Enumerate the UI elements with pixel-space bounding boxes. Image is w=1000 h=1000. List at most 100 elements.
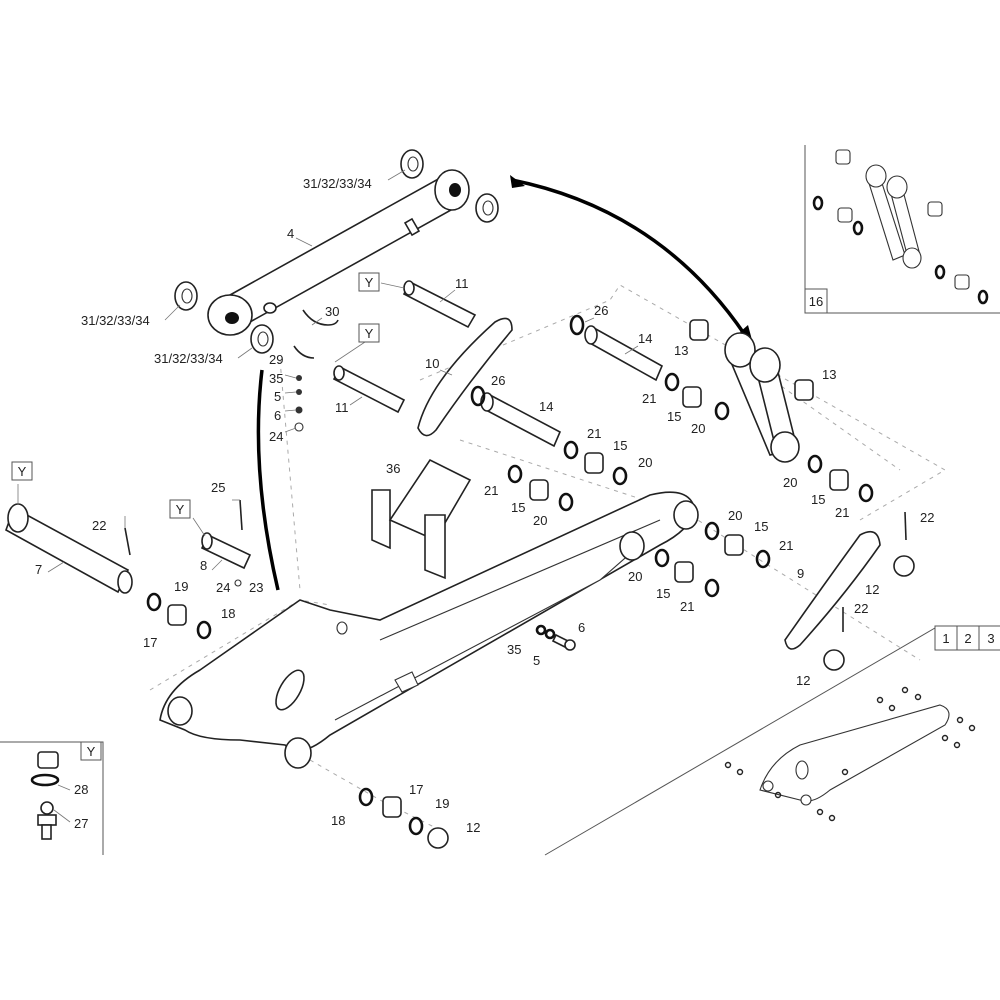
callout-label: 6 — [274, 408, 281, 423]
callout-label: 5 — [533, 653, 540, 668]
nuts-12 — [427, 555, 915, 849]
pin-7 — [5, 503, 133, 594]
callout-label: 29 — [269, 352, 283, 367]
cotter-pin-22-left — [124, 527, 131, 556]
callout-label: 36 — [386, 461, 400, 476]
callout-label: 14 — [539, 399, 553, 414]
callout-label: 22 — [854, 601, 868, 616]
callout-label: 15 — [667, 409, 681, 424]
pin-8 — [200, 532, 252, 570]
inset-y-frame — [0, 741, 104, 855]
washer-24 — [234, 579, 242, 587]
callout-label: 22 — [920, 510, 934, 525]
small-hardware-stack — [293, 309, 339, 432]
callout-label: 23 — [249, 580, 263, 595]
view-tab-1-label: 1 — [942, 631, 949, 646]
bracket-36 — [371, 458, 472, 580]
y-ref-label: Y — [176, 502, 185, 517]
callout-label: 24 — [216, 580, 230, 595]
callout-label: 13 — [674, 343, 688, 358]
callout-label: 10 — [425, 356, 439, 371]
swap-arrow-left — [256, 369, 280, 591]
callout-label: 20 — [628, 569, 642, 584]
callout-label: 19 — [174, 579, 188, 594]
callout-label: 22 — [92, 518, 106, 533]
view-tab-3-label: 3 — [987, 631, 994, 646]
callout-label: 8 — [200, 558, 207, 573]
pin-11-lower — [332, 365, 406, 414]
callout-label: 26 — [491, 373, 505, 388]
callout-label: 21 — [680, 599, 694, 614]
callout-label: 20 — [533, 513, 547, 528]
callout-label: 13 — [822, 367, 836, 382]
callout-label: 18 — [221, 606, 235, 621]
link-arm-9 — [784, 530, 881, 650]
callout-label: 7 — [35, 562, 42, 577]
callout-label: 31/32/33/34 — [154, 351, 223, 366]
bolt-6 — [535, 624, 576, 651]
callout-label: 15 — [656, 586, 670, 601]
view-tabs[interactable]: 1 2 3 — [934, 625, 1000, 651]
callout-label: 11 — [335, 400, 349, 415]
callout-label: 21 — [642, 391, 656, 406]
swap-arrow-top — [511, 178, 747, 336]
grease-nipple-cap-28 — [30, 751, 60, 787]
callout-label: 20 — [638, 455, 652, 470]
hydraulic-cylinder — [207, 169, 470, 336]
callout-label: 35 — [507, 642, 521, 657]
inset-number-label: 16 — [809, 294, 823, 309]
view-tab-3[interactable] — [978, 625, 1000, 651]
view-divider-line — [544, 627, 1000, 856]
pin-14-lower — [470, 385, 562, 448]
callout-label: 31/32/33/34 — [81, 313, 150, 328]
bolt-25 — [239, 499, 243, 531]
callout-label: 21 — [779, 538, 793, 553]
callout-label: 14 — [638, 331, 652, 346]
callout-label: 12 — [865, 582, 879, 597]
callout-label: 11 — [455, 276, 469, 291]
callout-label: 4 — [287, 226, 294, 241]
callout-label: 9 — [797, 566, 804, 581]
pin-11-upper — [402, 280, 477, 329]
grease-nipple-27 — [37, 801, 57, 840]
callout-label: 15 — [511, 500, 525, 515]
callout-label: 30 — [325, 304, 339, 319]
callout-label: 12 — [796, 673, 810, 688]
callout-label: 5 — [274, 389, 281, 404]
callout-label: 21 — [484, 483, 498, 498]
callout-labels: 31/32/33/34 4 31/32/33/34 31/32/33/34 11… — [35, 176, 934, 835]
callout-label: 15 — [754, 519, 768, 534]
y-ref-label: Y — [18, 464, 27, 479]
callout-label: 15 — [613, 438, 627, 453]
view-tab-2-label: 2 — [964, 631, 971, 646]
callout-label: 35 — [269, 371, 283, 386]
callout-label: 20 — [783, 475, 797, 490]
callout-label: 18 — [331, 813, 345, 828]
callout-label: 15 — [811, 492, 825, 507]
swap-arrow-tail-top — [510, 175, 525, 188]
bushings-and-rings — [146, 319, 874, 836]
callout-label: 20 — [728, 508, 742, 523]
y-ref-label: Y — [365, 275, 374, 290]
y-ref-label: Y — [365, 326, 374, 341]
callout-label: 25 — [211, 480, 225, 495]
callout-label: 17 — [143, 635, 157, 650]
boom-arm — [159, 491, 699, 769]
callout-label: 26 — [594, 303, 608, 318]
rocker-link — [724, 332, 800, 463]
y-ref-label: Y — [87, 744, 96, 759]
y-reference-boxes: Y Y Y Y Y — [11, 272, 380, 761]
callout-label: 27 — [74, 816, 88, 831]
cylinder-washers — [174, 149, 499, 354]
pin-14-upper — [569, 314, 664, 382]
callout-label: 12 — [466, 820, 480, 835]
callout-label: 31/32/33/34 — [303, 176, 372, 191]
cotter-pin-22-a — [904, 511, 907, 541]
callout-label: 24 — [269, 429, 283, 444]
link-arm-10 — [417, 317, 513, 437]
callout-label: 19 — [435, 796, 449, 811]
leader-lines — [17, 169, 639, 823]
inset-16-rocker — [812, 149, 989, 305]
